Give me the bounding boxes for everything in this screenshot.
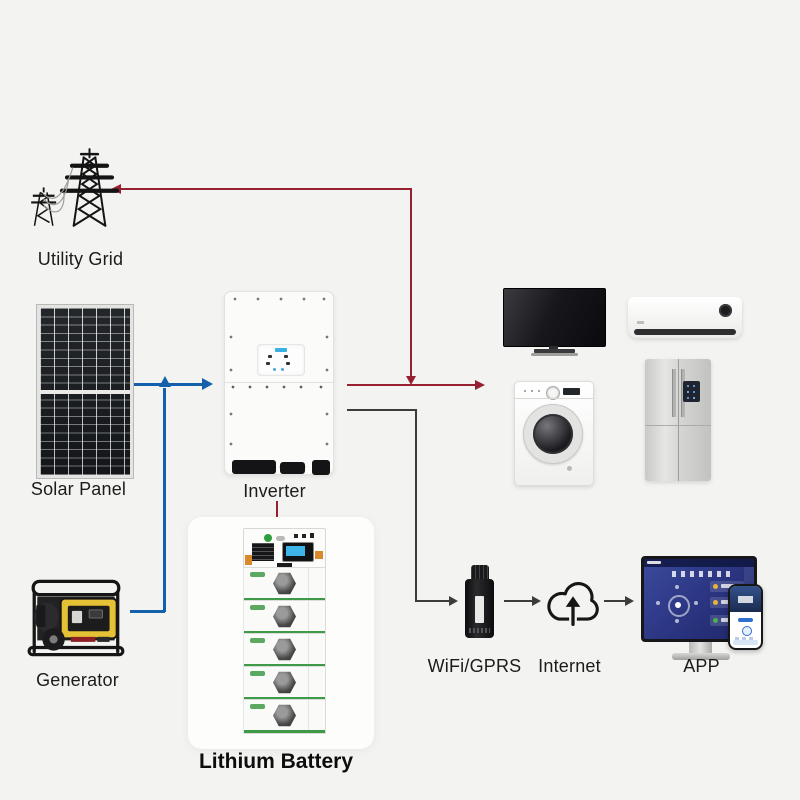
app-label: APP (683, 656, 720, 676)
transmission-tower-icon (31, 148, 120, 227)
cloud-upload-icon (547, 582, 599, 626)
tv-icon (503, 288, 606, 347)
battery-stack-icon (188, 517, 374, 749)
solar-panel-icon (36, 304, 134, 479)
battery-module (243, 699, 326, 734)
arrowhead (449, 596, 458, 606)
fan-vent (273, 704, 296, 727)
inverter-screws (225, 292, 333, 474)
arrowhead (625, 596, 634, 606)
fan-vent (273, 572, 296, 595)
internet-label: Internet (538, 656, 601, 676)
battery-module (243, 600, 326, 635)
battery-module (243, 666, 326, 701)
fan-vent (273, 638, 296, 661)
arrowhead (532, 596, 541, 606)
refrigerator-icon (645, 359, 711, 481)
wifi-gprs-label: WiFi/GPRS (427, 656, 522, 676)
generator-label: Generator (36, 670, 119, 690)
fan-vent (273, 671, 296, 694)
arrowhead (406, 376, 416, 385)
battery-control-unit (243, 528, 326, 570)
inverter-display (257, 344, 305, 376)
battery-display (282, 542, 314, 562)
battery-module (243, 567, 326, 602)
lithium-battery-label: Lithium Battery (198, 750, 353, 773)
fan-vent (273, 605, 296, 628)
monitor-stand (689, 642, 712, 654)
utility-grid-label: Utility Grid (37, 249, 124, 269)
washer-door (523, 404, 583, 464)
monitor-icon (641, 556, 757, 642)
wifi-dongle-icon (471, 565, 489, 580)
phone-app-screen (730, 586, 761, 648)
inverter-icon (224, 291, 334, 475)
phone-icon (728, 584, 763, 650)
solar-panel-label: Solar Panel (30, 479, 127, 499)
arrowhead (475, 380, 485, 390)
air-conditioner-icon (628, 297, 742, 338)
arrowhead (159, 376, 171, 387)
battery-module (243, 633, 326, 668)
generator-icon (27, 579, 125, 657)
inverter-label: Inverter (243, 481, 306, 501)
inverter-connectors (232, 460, 276, 474)
fridge-display (683, 381, 700, 402)
arrowhead (202, 378, 213, 390)
washing-machine-icon (514, 381, 594, 486)
solar-panel-divider (40, 389, 130, 394)
